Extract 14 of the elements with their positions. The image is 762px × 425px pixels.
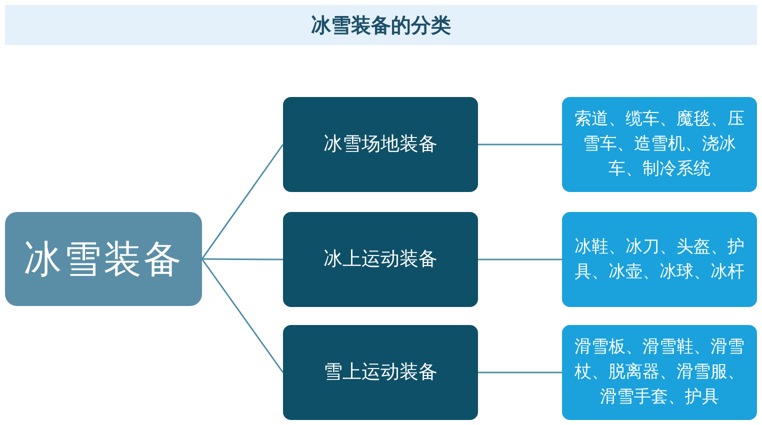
connector-line [478,258,562,260]
item-box: 滑雪板、滑雪鞋、滑雪杖、脱离器、滑雪服、滑雪手套、护具 [562,325,757,420]
root-box: 冰雪装备 [5,212,202,306]
connector-line [478,144,562,146]
title-banner: 冰雪装备的分类 [5,5,757,45]
item-box: 冰鞋、冰刀、头盔、护具、冰壶、冰球、冰杆 [562,212,757,307]
category-box: 冰上运动装备 [283,212,478,307]
connector-line [201,144,284,260]
category-box: 冰雪场地装备 [283,97,478,192]
item-box: 索道、缆车、魔毯、压雪车、造雪机、浇冰车、制冷系统 [562,97,757,192]
connector-line [478,372,562,374]
connector-line [201,258,284,373]
connector-line [202,258,283,260]
category-box: 雪上运动装备 [283,325,478,420]
